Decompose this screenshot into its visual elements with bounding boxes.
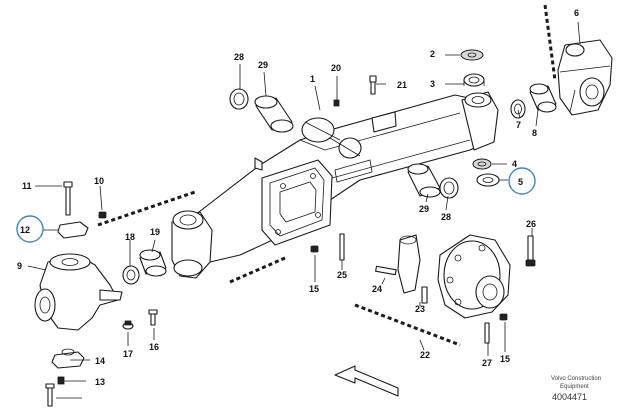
callout-20: 20 (331, 63, 341, 73)
callout-11: 11 (22, 181, 32, 191)
callout-3: 3 (430, 79, 435, 89)
callout-24: 24 (372, 284, 382, 294)
callout-7: 7 (516, 120, 521, 130)
watermark: Volvo Construction Equipment 4004471 (551, 376, 601, 402)
beam-rear-pivot (461, 91, 499, 151)
wheel-hub (437, 234, 511, 319)
bushing-8 (529, 83, 557, 113)
seal-ring-upper-left (229, 88, 249, 110)
beam-front-pivot (301, 117, 362, 159)
dashed-guide-hub (354, 303, 461, 347)
callout-28a: 28 (234, 52, 244, 62)
callout-18: 18 (125, 232, 135, 242)
bushing-lower-right (407, 163, 441, 198)
bolt-23 (421, 286, 428, 304)
nut-10 (98, 211, 107, 219)
callout-19: 19 (150, 227, 160, 237)
bearing-ring-3 (463, 73, 485, 87)
watermark-line2: Equipment (560, 384, 589, 390)
stud-25 (339, 233, 345, 261)
grease-nipple (333, 99, 340, 107)
callout-17: 17 (123, 349, 133, 359)
callout-6: 6 (574, 8, 579, 18)
dashed-guide-left (97, 190, 196, 227)
callout-8: 8 (532, 128, 537, 138)
dashed-guide-upper (543, 4, 557, 81)
bolt-26 (525, 235, 536, 267)
callout-28b: 28 (441, 212, 451, 222)
callout-4: 4 (512, 159, 517, 169)
callout-15a: 15 (309, 284, 319, 294)
washer-2 (460, 49, 484, 61)
beam-kingpin-boss (171, 210, 213, 279)
callout-1: 1 (310, 74, 315, 84)
callout-9: 9 (17, 261, 22, 271)
callout-10: 10 (94, 176, 104, 186)
watermark-code: 4004471 (552, 392, 587, 402)
bolt-16 (148, 309, 158, 326)
callout-13: 13 (95, 377, 105, 387)
callout-27: 27 (482, 358, 492, 368)
leader-lines (27, 21, 581, 399)
callout-15b: 15 (500, 354, 510, 364)
callout-25: 25 (337, 270, 347, 280)
bolt-27 (484, 322, 490, 344)
bushing-19 (139, 249, 167, 277)
bolt-21 (369, 75, 377, 95)
bushing-upper-left (254, 95, 294, 133)
mounting-bracket (557, 39, 613, 116)
bolt-24 (375, 265, 397, 276)
callout-23: 23 (415, 304, 425, 314)
highlight-circle-5 (508, 167, 536, 195)
callout-labels: 1 2 3 4 5 6 7 8 9 10 11 12 13 14 15 15 1… (17, 8, 579, 387)
bolt-11 (63, 181, 73, 216)
seal-ring-7 (510, 99, 526, 119)
lower-cap-14 (51, 348, 85, 369)
callout-16: 16 (149, 342, 159, 352)
washer-4 (472, 158, 492, 170)
callout-21: 21 (397, 80, 407, 90)
steering-knuckle (34, 253, 123, 331)
washer-17 (122, 320, 134, 330)
callout-22: 22 (420, 350, 430, 360)
axle-beam (194, 94, 493, 263)
nut-15-right (499, 313, 508, 321)
grease-nipple-13 (57, 376, 65, 385)
callout-12: 12 (20, 225, 30, 235)
bolt-18 (45, 383, 55, 407)
seal-ring-lower-right (439, 177, 459, 199)
callout-14: 14 (95, 356, 105, 366)
clamp-block (397, 234, 421, 294)
seal-ring-18 (122, 265, 140, 285)
highlight-circles (16, 167, 536, 243)
washer-5 (476, 173, 500, 187)
nut-15-left (310, 245, 319, 253)
watermark-line1: Volvo Construction (551, 376, 601, 382)
callout-2: 2 (430, 49, 435, 59)
callout-29a: 29 (258, 60, 268, 70)
callout-26: 26 (526, 219, 536, 229)
highlight-circle-12 (16, 215, 44, 243)
direction-arrow-icon (334, 365, 399, 397)
callout-29b: 29 (419, 204, 429, 214)
dashed-guide-mid (229, 256, 286, 284)
callout-5: 5 (518, 177, 523, 187)
cap-plate-12 (57, 221, 89, 239)
